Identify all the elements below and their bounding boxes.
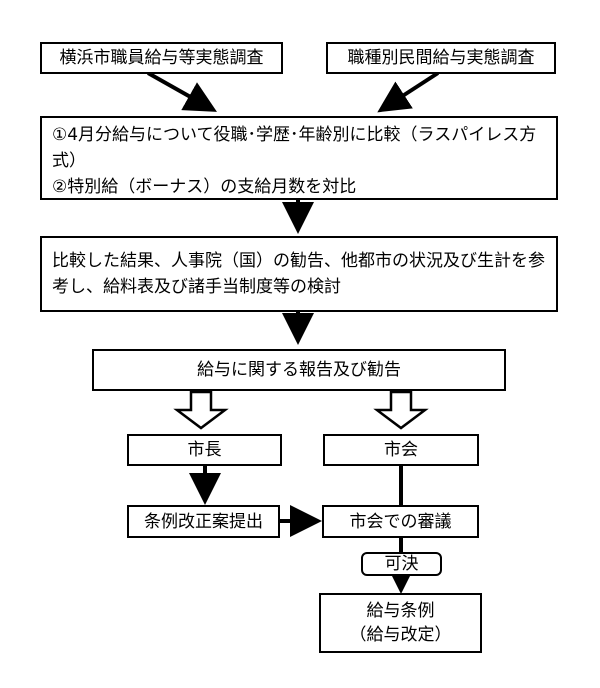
deliberation-label: 市会での審議 [349, 511, 452, 532]
consideration-box: 比較した結果、人事院（国）の勧告、他都市の状況及び生計を参考し、給料表及び諸手当… [40, 236, 558, 312]
ordinance-title: 給与条例 [366, 601, 435, 621]
ordinance-subtitle: （給与改定） [349, 625, 452, 645]
comparison-box: ①4月分給与について役職･学歴･年齢別に比較（ラスパイレス方式） ②特別給（ボー… [40, 116, 558, 200]
proposal-box: 条例改正案提出 [127, 505, 280, 538]
mayor-box: 市長 [127, 434, 282, 466]
proposal-label: 条例改正案提出 [144, 511, 263, 532]
arrow-right-source-to-comparison [377, 71, 440, 113]
council-box: 市会 [323, 434, 479, 466]
consideration-text: 比較した結果、人事院（国）の勧告、他都市の状況及び生計を参考し、給料表及び諸手当… [52, 251, 545, 297]
source-city-survey-label: 横浜市職員給与等実態調査 [59, 48, 264, 68]
hollow-arrow-to-mayor [173, 390, 229, 430]
council-label: 市会 [384, 440, 418, 460]
approved-box: 可決 [361, 552, 442, 576]
comparison-line-1: ①4月分給与について役職･学歴･年齢別に比較（ラスパイレス方式） [52, 125, 537, 171]
approved-label: 可決 [384, 554, 419, 574]
deliberation-box: 市会での審議 [322, 505, 479, 538]
hollow-arrow-to-council [373, 390, 429, 430]
report-label: 給与に関する報告及び勧告 [197, 360, 401, 380]
source-private-survey-label: 職種別民間給与実態調査 [347, 48, 535, 68]
ordinance-box: 給与条例 （給与改定） [319, 593, 482, 653]
mayor-label: 市長 [187, 440, 222, 460]
arrow-left-source-to-comparison [147, 71, 217, 112]
source-city-survey-box: 横浜市職員給与等実態調査 [40, 42, 283, 74]
report-box: 給与に関する報告及び勧告 [92, 349, 506, 391]
comparison-line-2: ②特別給（ボーナス）の支給月数を対比 [52, 177, 357, 197]
source-private-survey-box: 職種別民間給与実態調査 [326, 42, 556, 74]
